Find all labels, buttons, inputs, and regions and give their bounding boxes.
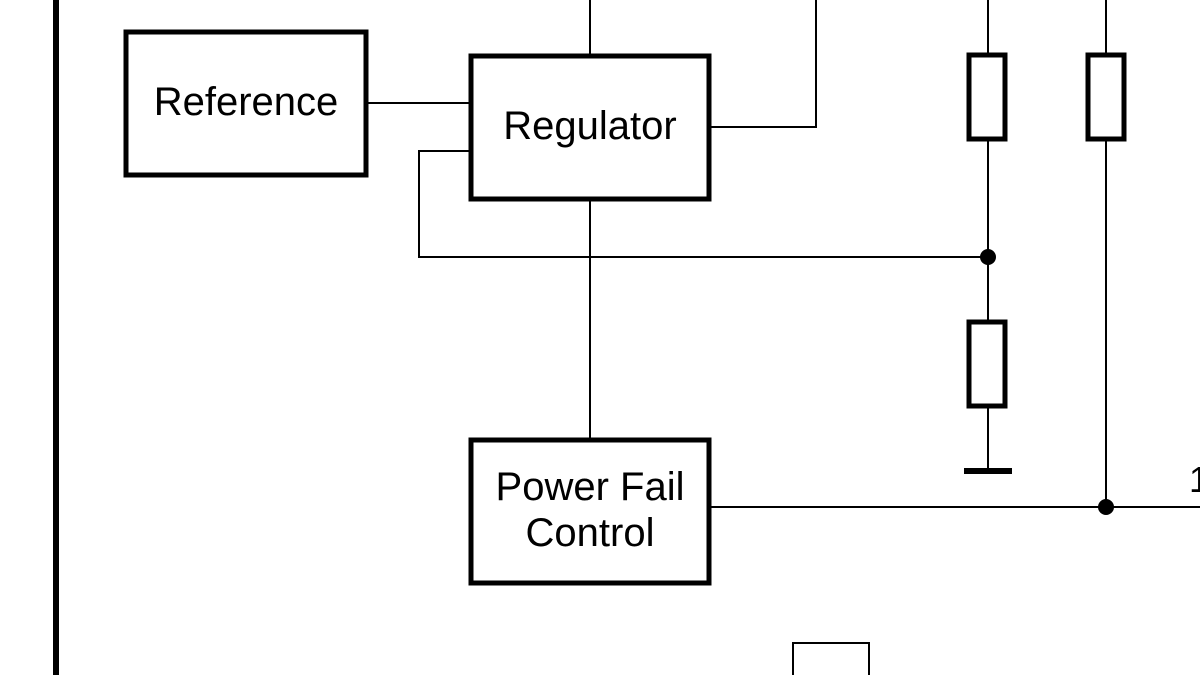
power-fail-control-label-line2: Control: [526, 511, 655, 555]
power-fail-control-block: Power Fail Control: [468, 437, 712, 586]
resistor-pullup: [1085, 52, 1127, 142]
junction-dot-output: [1098, 499, 1114, 515]
reference-block-label: Reference: [154, 80, 339, 124]
regulator-block: Regulator: [468, 53, 712, 202]
wire-feedback: [418, 150, 988, 258]
pin-label-partial: 1: [1189, 459, 1200, 500]
reference-block: Reference: [123, 29, 369, 178]
wires: [367, 0, 1200, 508]
wire-regulator-output: [710, 0, 817, 128]
reference-block-box: [123, 29, 369, 178]
junction-dot-feedback: [980, 249, 996, 265]
regulator-block-box: [468, 53, 712, 202]
power-fail-control-block-box: [468, 437, 712, 586]
regulator-block-label: Regulator: [503, 104, 676, 148]
power-fail-control-label-line1: Power Fail: [496, 465, 685, 509]
resistor-divider-upper: [966, 52, 1008, 142]
partial-component-outline: [792, 642, 870, 675]
resistor-divider-lower: [966, 319, 1008, 409]
